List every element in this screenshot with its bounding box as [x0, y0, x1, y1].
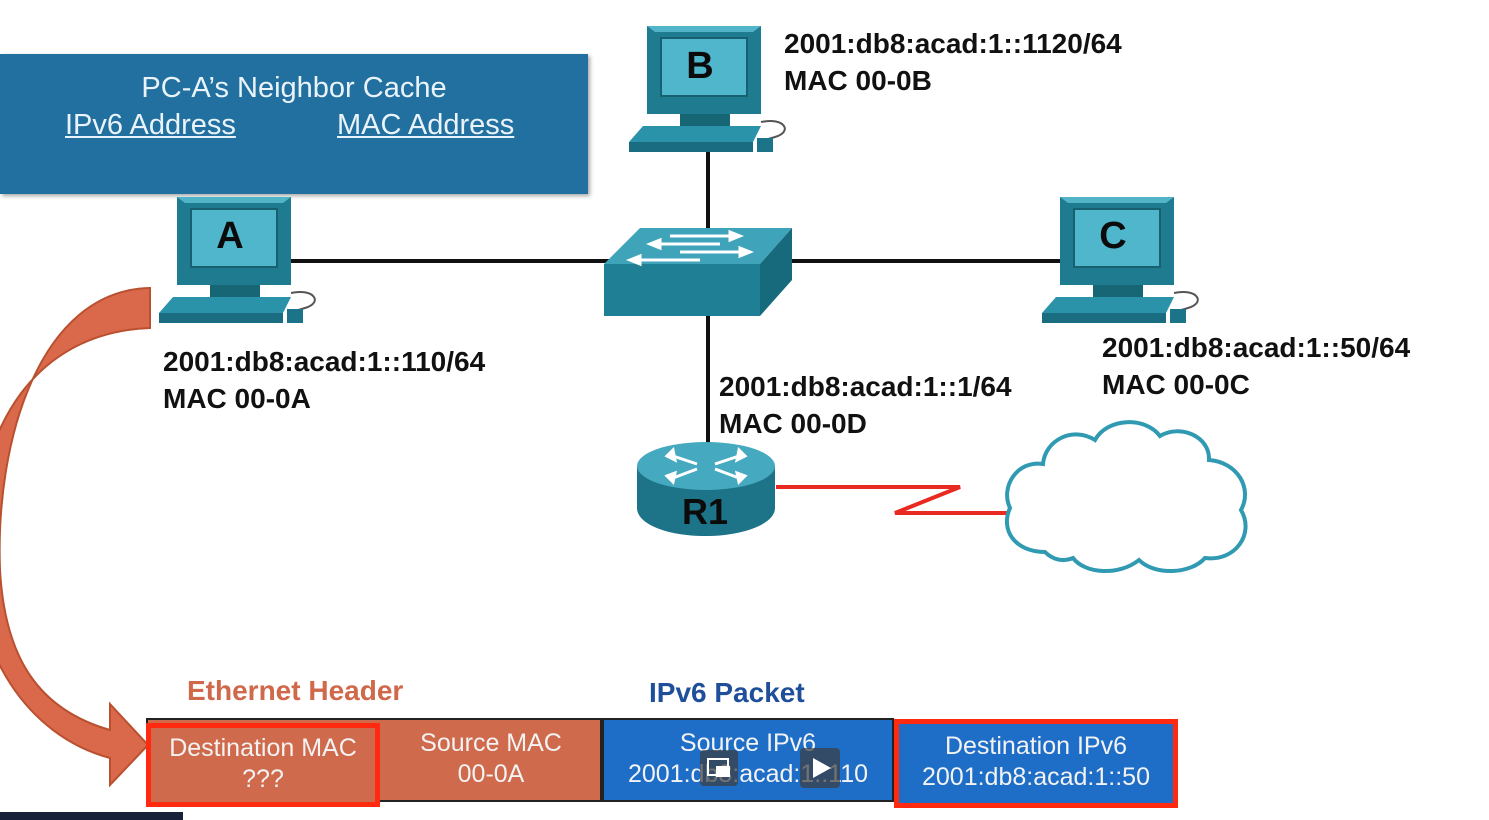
pc-a-letter: A	[216, 215, 244, 257]
source-ipv6-value: 2001:db8:acad:1::110	[627, 760, 869, 788]
ipv6-source-field-bg	[602, 718, 894, 802]
pc-c-ipv6-label: 2001:db8:acad:1::50/64	[1102, 332, 1411, 363]
pc-c-letter: C	[1099, 215, 1127, 257]
pc-a-computer-icon	[159, 197, 316, 323]
ipv6-address-column-header: IPv6 Address	[65, 109, 236, 141]
router-r1-mac-label: MAC 00-0D	[719, 408, 867, 439]
ipv6-packet-title: IPv6 Packet	[649, 677, 805, 708]
neighbor-cache-table: PC-A’s Neighbor Cache IPv6 Address MAC A…	[0, 54, 588, 194]
pc-b-letter: B	[686, 45, 714, 87]
source-ipv6-label: Source IPv6	[679, 729, 817, 757]
pc-a-mac-label: MAC 00-0A	[163, 383, 311, 414]
destination-mac-field: Destination MAC ???	[146, 723, 380, 807]
mac-address-column-header: MAC Address	[337, 109, 515, 141]
router-r1-label: R1	[681, 491, 729, 532]
video-progress-bar[interactable]	[0, 812, 183, 820]
destination-ipv6-value: 2001:db8:acad:1::50	[922, 763, 1150, 791]
pc-b-ipv6-label: 2001:db8:acad:1::1120/64	[784, 28, 1122, 59]
source-mac-value: 00-0A	[457, 760, 525, 788]
switch-icon	[604, 228, 792, 316]
cloud-icon	[1004, 420, 1248, 574]
play-icon	[813, 758, 831, 778]
destination-mac-value: ???	[242, 765, 284, 793]
destination-ipv6-label: Destination IPv6	[944, 732, 1128, 760]
pc-a-ipv6-label: 2001:db8:acad:1::110/64	[163, 346, 486, 377]
curved-arrow-icon	[0, 286, 151, 788]
play-button[interactable]	[800, 748, 840, 788]
destination-mac-label: Destination MAC	[169, 734, 357, 762]
pc-b-mac-label: MAC 00-0B	[784, 65, 932, 96]
pc-c-mac-label: MAC 00-0C	[1102, 369, 1250, 400]
pc-c-computer-icon	[1042, 197, 1199, 323]
ethernet-header-title: Ethernet Header	[187, 675, 404, 706]
source-mac-label: Source MAC	[420, 729, 562, 757]
router-r1-icon	[637, 442, 775, 536]
source-mac-field: Source MAC 00-0A	[380, 718, 602, 802]
source-ipv6-field: Source IPv6 2001:db8:acad:1::110	[602, 718, 894, 802]
router-r1-ipv6-label: 2001:db8:acad:1::1/64	[719, 371, 1012, 402]
pip-button[interactable]	[700, 750, 738, 786]
destination-ipv6-field: Destination IPv6 2001:db8:acad:1::50	[894, 719, 1178, 808]
picture-in-picture-icon	[707, 758, 730, 777]
serial-link	[776, 485, 1010, 515]
pc-b-computer-icon	[629, 26, 786, 152]
neighbor-cache-title: PC-A’s Neighbor Cache	[141, 72, 447, 104]
